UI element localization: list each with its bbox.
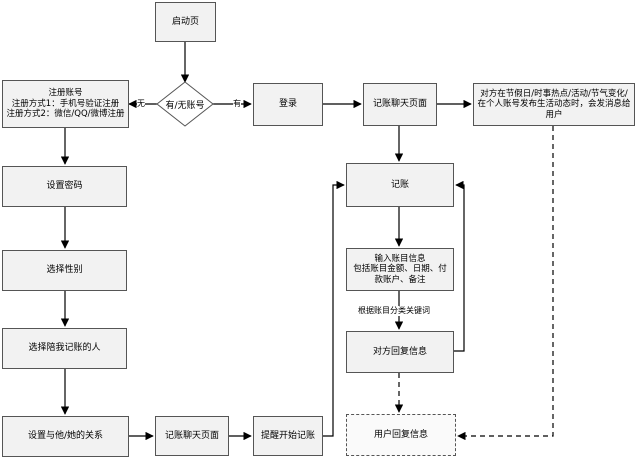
- notify-node: 对方在节假日/时事热点/活动/节气变化/在个人账号发布生活动态时，会发消息给用户: [473, 83, 635, 126]
- select-companion-node: 选择陪我记账的人: [2, 328, 127, 369]
- edge-reply-loop-to-accounting: [454, 180, 465, 352]
- chat-page-bottom-node: 记账聊天页面: [155, 416, 229, 456]
- remind-node: 提醒开始记账: [253, 416, 323, 456]
- edge-notify-to-user-reply: [457, 126, 554, 441]
- set-relationship-node: 设置与他/她的关系: [2, 416, 129, 457]
- has-account-decision-label: 有/无账号: [165, 100, 205, 111]
- edge-label-yes: 有: [233, 99, 241, 109]
- select-gender-node: 选择性别: [2, 250, 127, 291]
- reply-node: 对方回复信息: [346, 331, 454, 373]
- accounting-node: 记账: [346, 163, 454, 207]
- decision-diamond: [156, 81, 214, 127]
- input-info-node: 输入账目信息 包括账目金额、日期、付款账户、备注: [346, 248, 454, 291]
- set-password-node: 设置密码: [2, 166, 127, 207]
- user-reply-node: 用户回复信息: [346, 414, 456, 456]
- register-node: 注册账号 注册方式1：手机号验证注册 注册方式2：微信/QQ/微博注册: [2, 80, 129, 128]
- start-node: 启动页: [155, 2, 216, 42]
- edge-remind-to-accounting: [323, 180, 345, 437]
- chat-page-top-node: 记账聊天页面: [363, 83, 437, 126]
- edge-label-by-category: 根据账目分类关键词: [358, 306, 430, 316]
- edge-label-no: 无: [137, 99, 145, 109]
- login-node: 登录: [253, 83, 323, 126]
